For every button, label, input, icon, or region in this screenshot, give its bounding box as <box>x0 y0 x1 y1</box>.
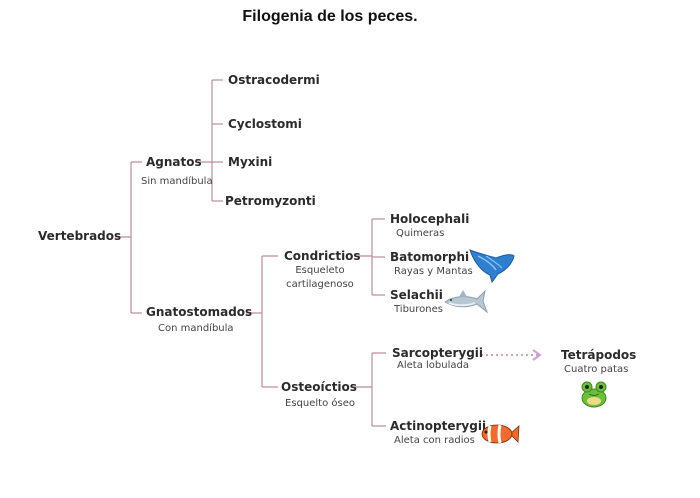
node-actinopterygii: Actinopterygii <box>390 419 487 433</box>
node-condrictios-sub1: Esqueleto <box>295 265 345 276</box>
node-condrictios-sub2: cartilagenoso <box>286 279 354 290</box>
node-holocephali: Holocephali <box>390 212 470 226</box>
node-myxini: Myxini <box>228 155 273 169</box>
node-gnatostomados-sub: Con mandíbula <box>158 323 234 334</box>
node-condrictios: Condrictios <box>284 249 361 263</box>
node-selachii-sub: Tiburones <box>394 304 443 315</box>
node-actinopterygii-sub: Aleta con radios <box>394 435 475 446</box>
shark-icon <box>444 289 489 314</box>
clownfish-icon <box>481 424 520 444</box>
node-gnatostomados: Gnatostomados <box>146 305 253 319</box>
node-agnatos-sub: Sin mandíbula <box>141 176 213 187</box>
node-osteoictios-sub: Esquelto óseo <box>285 398 355 409</box>
node-sarcopterygii-sub: Aleta lobulada <box>397 360 469 371</box>
node-holocephali-sub: Quimeras <box>396 228 445 239</box>
node-ostracodermi: Ostracodermi <box>228 73 320 87</box>
node-selachii: Selachii <box>390 288 443 302</box>
node-agnatos: Agnatos <box>146 155 202 169</box>
node-cyclostomi: Cyclostomi <box>228 117 302 131</box>
node-petromyzonti: Petromyzonti <box>225 194 316 208</box>
evolution-arrow <box>481 349 542 361</box>
node-batomorphi: Batomorphi <box>390 250 470 264</box>
frog-icon <box>581 381 607 408</box>
node-vertebrados: Vertebrados <box>38 229 122 243</box>
node-tetrapodos-sub: Cuatro patas <box>564 364 629 375</box>
node-sarcopterygii: Sarcopterygii <box>392 346 484 360</box>
node-batomorphi-sub: Rayas y Mantas <box>394 266 473 277</box>
node-tetrapodos: Tetrápodos <box>561 348 637 362</box>
manta-ray-icon <box>469 249 515 284</box>
diagram-title: Filogenia de los peces. <box>242 8 418 25</box>
node-osteoictios: Osteoíctios <box>281 380 357 394</box>
